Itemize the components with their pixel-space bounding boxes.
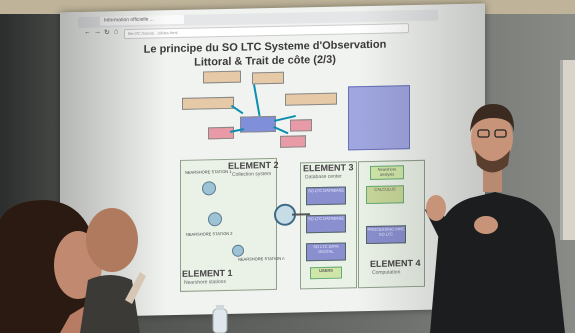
- forward-icon: →: [94, 28, 101, 36]
- audience-person-right: [80, 208, 146, 333]
- station-n-label: NEARSHORE STATION n: [238, 255, 285, 262]
- network-link: [231, 104, 244, 114]
- reload-icon: ↻: [104, 29, 110, 37]
- element3-label: ELEMENT 3: [303, 162, 354, 174]
- network-link: [253, 84, 261, 117]
- water-bottle-icon: [212, 305, 228, 333]
- db-box-3: SO LTC DATA DIGITAL: [306, 242, 346, 262]
- network-node: [208, 126, 234, 140]
- home-icon: ⌂: [114, 28, 119, 36]
- door-frame: [560, 60, 575, 240]
- network-node: [252, 71, 284, 85]
- compute-box-2: CALCULUS: [366, 185, 404, 205]
- network-node: [203, 70, 241, 84]
- back-icon: ←: [84, 28, 91, 36]
- element2-label: ELEMENT 2: [228, 159, 279, 171]
- network-node: [182, 96, 234, 110]
- slide-title: Le principe du SO LTC Systeme d'Observat…: [115, 37, 415, 71]
- element3-sub: Database center: [305, 173, 342, 181]
- element4-sub: Computation: [372, 269, 401, 276]
- station-2-label: NEARSHORE STATION 2: [186, 230, 233, 237]
- network-node: [285, 92, 337, 106]
- db-box-1: SO LTC DATABASE: [306, 186, 346, 206]
- station-1-label: NEARSHORE STATION 1: [185, 168, 232, 175]
- network-node: [290, 119, 312, 132]
- compute-box-1: Nearshore analysis: [370, 165, 404, 180]
- central-hub: [240, 115, 276, 133]
- db-box-2: SO LTC DATABASE: [306, 214, 346, 234]
- browser-tab: Information officielle ...: [100, 14, 184, 26]
- element1-sub: Nearshore stations: [184, 278, 226, 286]
- users-box: USERS: [310, 266, 342, 280]
- presenter-person: [425, 104, 565, 333]
- element1-label: ELEMENT 1: [182, 267, 233, 279]
- element2-sub: Collection system: [232, 171, 272, 178]
- network-node: [280, 135, 306, 148]
